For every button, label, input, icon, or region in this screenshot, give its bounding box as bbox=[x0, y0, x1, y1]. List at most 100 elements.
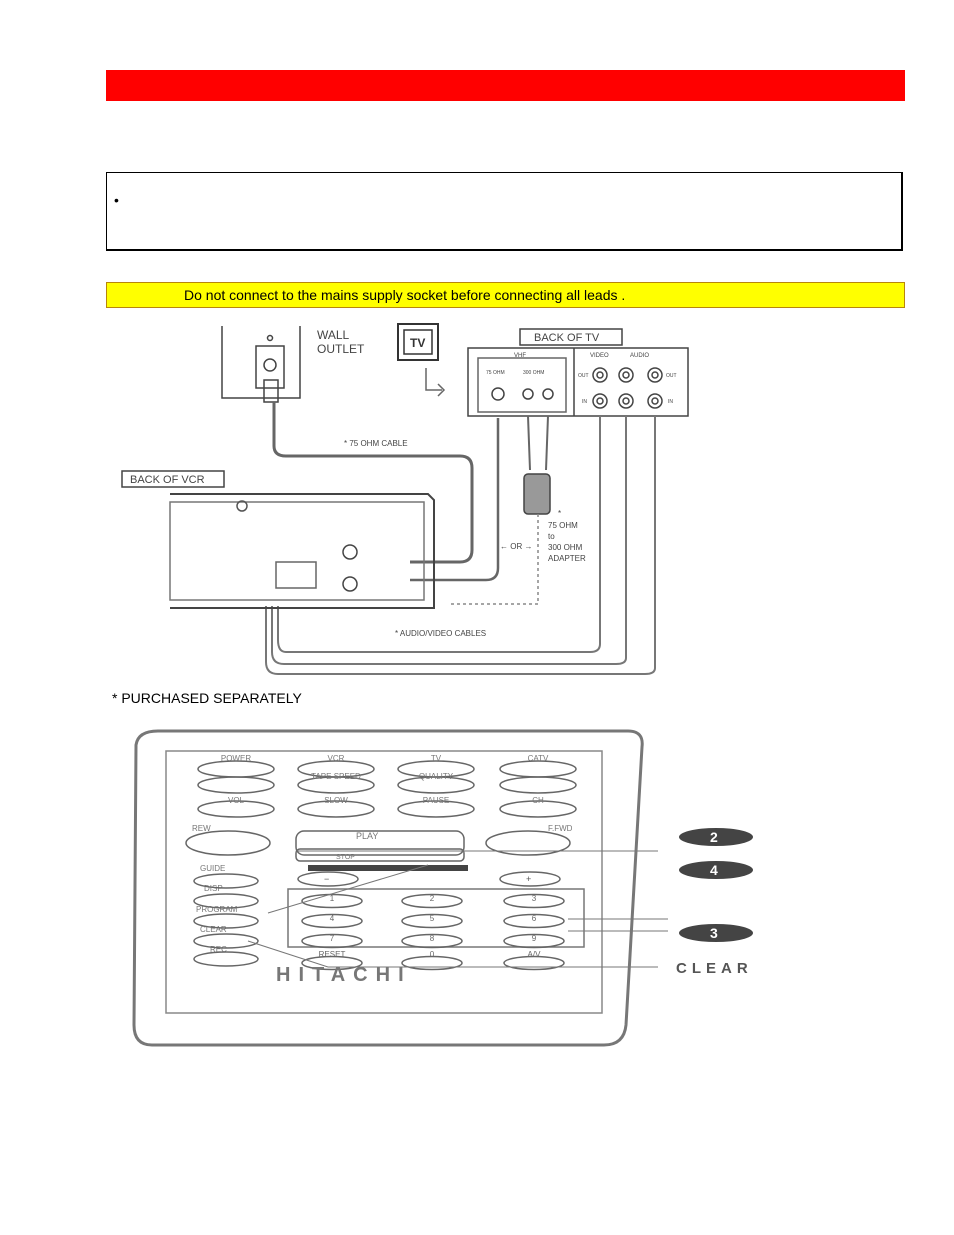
remote-btn-label: VCR bbox=[328, 754, 345, 763]
remote-btn-label: VOL bbox=[228, 796, 245, 805]
adapter-label-4: ADAPTER bbox=[548, 554, 586, 563]
minus-label: − bbox=[324, 874, 329, 884]
disp-button[interactable] bbox=[193, 893, 259, 909]
back-of-tv-label: BACK OF TV bbox=[534, 332, 600, 344]
remote-btn-row3-0[interactable] bbox=[197, 800, 275, 818]
callout-badge-3 bbox=[679, 924, 753, 942]
note-box: • bbox=[106, 172, 903, 251]
ffwd-label: F.FWD bbox=[548, 824, 573, 833]
remote-btn-row2-0[interactable] bbox=[197, 776, 275, 794]
remote-btn-label: CH bbox=[532, 796, 544, 805]
remote-btn-label: PAUSE bbox=[423, 796, 450, 805]
keypad-label: 6 bbox=[532, 914, 537, 923]
callout-4: 4 bbox=[710, 862, 718, 878]
keypad-label: 1 bbox=[330, 894, 335, 903]
in-label-left: IN bbox=[582, 399, 587, 405]
remote-btn-label: CATV bbox=[528, 754, 549, 763]
keypad-button[interactable] bbox=[301, 893, 363, 909]
callout-3: 3 bbox=[710, 925, 718, 941]
program-button[interactable] bbox=[193, 913, 259, 929]
callout-badge-2 bbox=[679, 828, 753, 846]
back-of-vcr-box bbox=[121, 470, 225, 488]
keypad-label: 0 bbox=[430, 950, 435, 959]
keypad-button[interactable] bbox=[503, 933, 565, 949]
plus-label: + bbox=[526, 874, 531, 884]
keypad-button[interactable] bbox=[401, 933, 463, 949]
keypad-label: A/V bbox=[528, 950, 542, 959]
adapter-label-2: to bbox=[548, 532, 555, 541]
program-label: PROGRAM bbox=[196, 905, 238, 914]
disp-label: DISP bbox=[204, 884, 223, 893]
adapter-label-3: 300 OHM bbox=[548, 543, 583, 552]
tv-rear-panel bbox=[467, 347, 689, 417]
audio-label: AUDIO bbox=[630, 353, 649, 359]
back-of-tv-box bbox=[519, 328, 623, 346]
remote-btn-row3-1[interactable] bbox=[297, 800, 375, 818]
back-of-vcr-label: BACK OF VCR bbox=[130, 474, 205, 486]
remote-btn-row1-3[interactable] bbox=[499, 760, 577, 778]
keypad-button[interactable] bbox=[503, 955, 565, 971]
tv-75ohm-label: 75 OHM bbox=[486, 370, 505, 376]
rec-button[interactable] bbox=[193, 951, 259, 967]
keypad-button[interactable] bbox=[401, 955, 463, 971]
warning-text: Do not connect to the mains supply socke… bbox=[184, 287, 626, 303]
plus-button[interactable] bbox=[499, 871, 561, 887]
remote-btn-label: TV bbox=[431, 754, 442, 763]
keypad-label: RESET bbox=[319, 950, 346, 959]
remote-btn-label: QUALITY bbox=[419, 772, 454, 781]
in-label-right: IN bbox=[668, 399, 673, 405]
video-label: VIDEO bbox=[590, 353, 609, 359]
wall-outlet-label-2: OUTLET bbox=[317, 342, 365, 356]
callout-clear: CLEAR bbox=[676, 960, 753, 977]
ffwd-button[interactable] bbox=[485, 830, 571, 856]
clear-btn-label: CLEAR bbox=[200, 925, 227, 934]
play-label: PLAY bbox=[356, 831, 378, 841]
remote-btn-label: SLOW bbox=[324, 796, 348, 805]
keypad-button[interactable] bbox=[503, 913, 565, 929]
keypad-button[interactable] bbox=[301, 933, 363, 949]
remote-body bbox=[132, 729, 644, 1047]
rec-label: REC bbox=[210, 945, 227, 954]
footnote: * PURCHASED SEPARATELY bbox=[112, 690, 302, 706]
remote-btn-row2-2[interactable] bbox=[397, 776, 475, 794]
remote-face bbox=[165, 750, 603, 1014]
tv-icon bbox=[397, 323, 446, 397]
remote-btn-row3-3[interactable] bbox=[499, 800, 577, 818]
cable-label: * 75 OHM CABLE bbox=[344, 439, 408, 448]
remote-btn-label: POWER bbox=[221, 754, 251, 763]
stop-button[interactable] bbox=[295, 848, 465, 862]
keypad-label: 5 bbox=[430, 914, 435, 923]
or-label: ← OR → bbox=[500, 542, 532, 551]
stop-label: STOP bbox=[336, 854, 355, 861]
keypad-button[interactable] bbox=[301, 913, 363, 929]
keypad-button[interactable] bbox=[401, 893, 463, 909]
remote-btn-row3-2[interactable] bbox=[397, 800, 475, 818]
keypad-label: 4 bbox=[330, 914, 335, 923]
remote-control-diagram: POWER VCR TV CATV TAPE SPEED QUALITY VOL SLOW PA… bbox=[132, 729, 753, 1047]
keypad-label: 2 bbox=[430, 894, 435, 903]
remote-btn-row2-3[interactable] bbox=[499, 776, 577, 794]
remote-btn-label: TAPE SPEED bbox=[311, 772, 361, 781]
rew-button[interactable] bbox=[185, 830, 271, 856]
clear-button[interactable] bbox=[193, 933, 259, 949]
remote-btn-row1-0[interactable] bbox=[197, 760, 275, 778]
guide-label: GUIDE bbox=[200, 864, 225, 873]
remote-btn-row2-1[interactable] bbox=[297, 776, 375, 794]
adapter-star: * bbox=[558, 509, 561, 518]
keypad-button[interactable] bbox=[401, 913, 463, 929]
play-button[interactable] bbox=[295, 830, 465, 856]
connection-diagram: WALL OUTLET TV BACK OF TV VHF 75 OHM 300… bbox=[121, 323, 689, 675]
keypad-button[interactable] bbox=[301, 955, 363, 971]
section-header-bar bbox=[106, 70, 905, 101]
warning-box: Do not connect to the mains supply socke… bbox=[106, 282, 905, 308]
av-cables-label: * AUDIO/VIDEO CABLES bbox=[395, 629, 486, 638]
wall-outlet-label-1: WALL bbox=[317, 328, 350, 342]
wall-outlet bbox=[221, 326, 301, 403]
out-label-right: OUT bbox=[666, 373, 677, 379]
keypad-button[interactable] bbox=[503, 893, 565, 909]
minus-button[interactable] bbox=[297, 871, 359, 887]
remote-buttons: POWER VCR TV CATV TAPE SPEED QUALITY VOL SLOW PA… bbox=[197, 754, 577, 818]
guide-button[interactable] bbox=[193, 873, 259, 889]
keypad-label: 8 bbox=[430, 934, 435, 943]
